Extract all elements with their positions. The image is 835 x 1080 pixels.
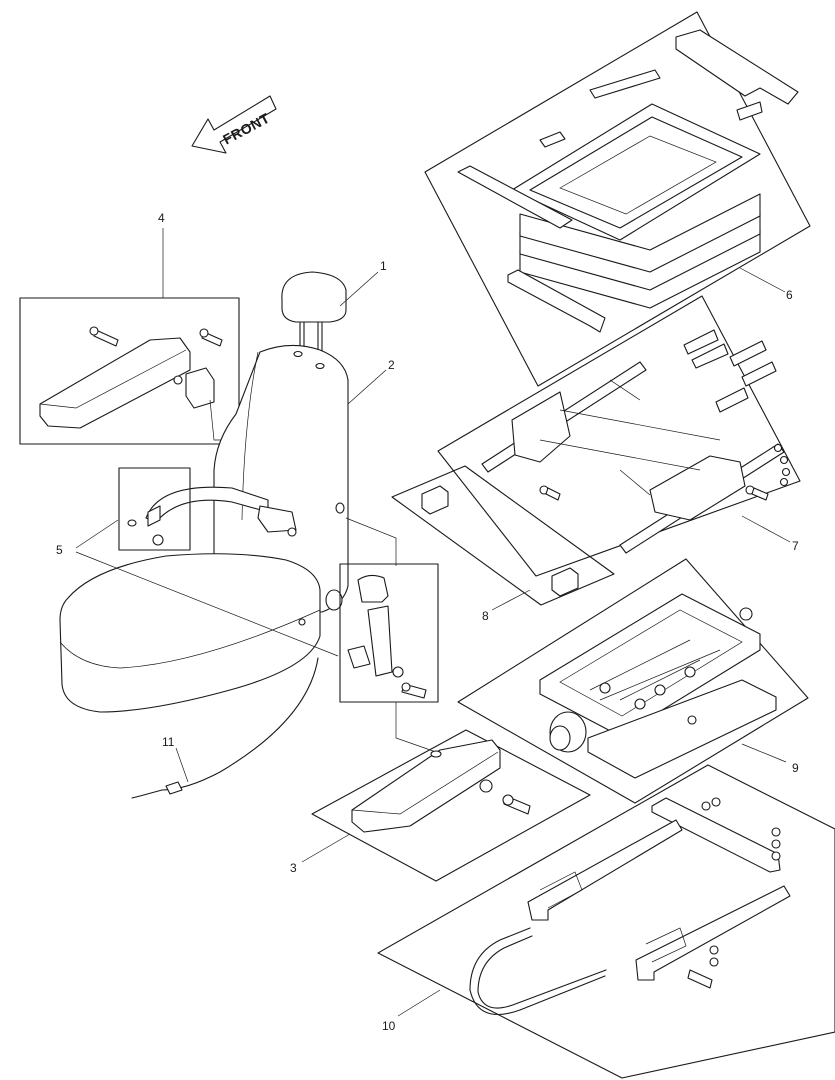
part-group-6 bbox=[425, 12, 810, 386]
group-outline-8 bbox=[392, 466, 614, 605]
group-outline-7 bbox=[438, 296, 800, 576]
seat-cushion bbox=[60, 554, 320, 712]
group-outline-5-right bbox=[340, 564, 438, 702]
leader-line-6 bbox=[740, 268, 785, 292]
leader-line-2 bbox=[348, 370, 386, 404]
callout-2: 2 bbox=[388, 358, 395, 372]
group-outline-4 bbox=[20, 298, 239, 444]
leader-line-8 bbox=[492, 590, 530, 610]
seat-assembly bbox=[60, 272, 348, 712]
group-outline-10 bbox=[378, 765, 835, 1078]
part-group-10 bbox=[378, 765, 835, 1078]
callout-4: 4 bbox=[158, 211, 165, 225]
leader-line-3 bbox=[302, 834, 350, 862]
group-outline-6 bbox=[425, 12, 810, 386]
leader-line-5b bbox=[76, 552, 338, 656]
leader-line-1 bbox=[340, 272, 378, 306]
part-group-11 bbox=[132, 658, 318, 798]
callout-8: 8 bbox=[482, 609, 489, 623]
leader-line-10 bbox=[398, 990, 440, 1016]
part-group-4 bbox=[20, 298, 239, 444]
callout-5: 5 bbox=[56, 543, 63, 557]
backrest bbox=[214, 345, 348, 612]
leader-line-7 bbox=[742, 516, 790, 542]
part-group-8 bbox=[392, 466, 614, 605]
seat-belt bbox=[146, 487, 296, 536]
part-group-3 bbox=[312, 730, 590, 881]
callout-11: 11 bbox=[162, 735, 175, 749]
release-handle bbox=[470, 928, 530, 990]
callout-9: 9 bbox=[792, 761, 799, 775]
leader-line-9 bbox=[742, 744, 786, 762]
part-group-7 bbox=[438, 296, 800, 576]
group-outline-9 bbox=[458, 559, 808, 803]
leader-line-11 bbox=[176, 748, 188, 782]
spring-icon bbox=[684, 330, 776, 412]
callout-3: 3 bbox=[290, 861, 297, 875]
group-outline-3 bbox=[312, 730, 590, 881]
group-outline-5-left bbox=[119, 468, 190, 550]
adjustment-knob-icon bbox=[550, 712, 586, 752]
callout-7: 7 bbox=[792, 539, 799, 553]
front-arrow-icon: FRONT bbox=[192, 96, 276, 153]
callout-6: 6 bbox=[786, 288, 793, 302]
leader-line-5a bbox=[76, 520, 118, 548]
part-group-9 bbox=[458, 559, 808, 803]
part-group-5 bbox=[119, 468, 438, 702]
callout-1: 1 bbox=[380, 259, 387, 273]
callout-10: 10 bbox=[382, 1019, 396, 1033]
